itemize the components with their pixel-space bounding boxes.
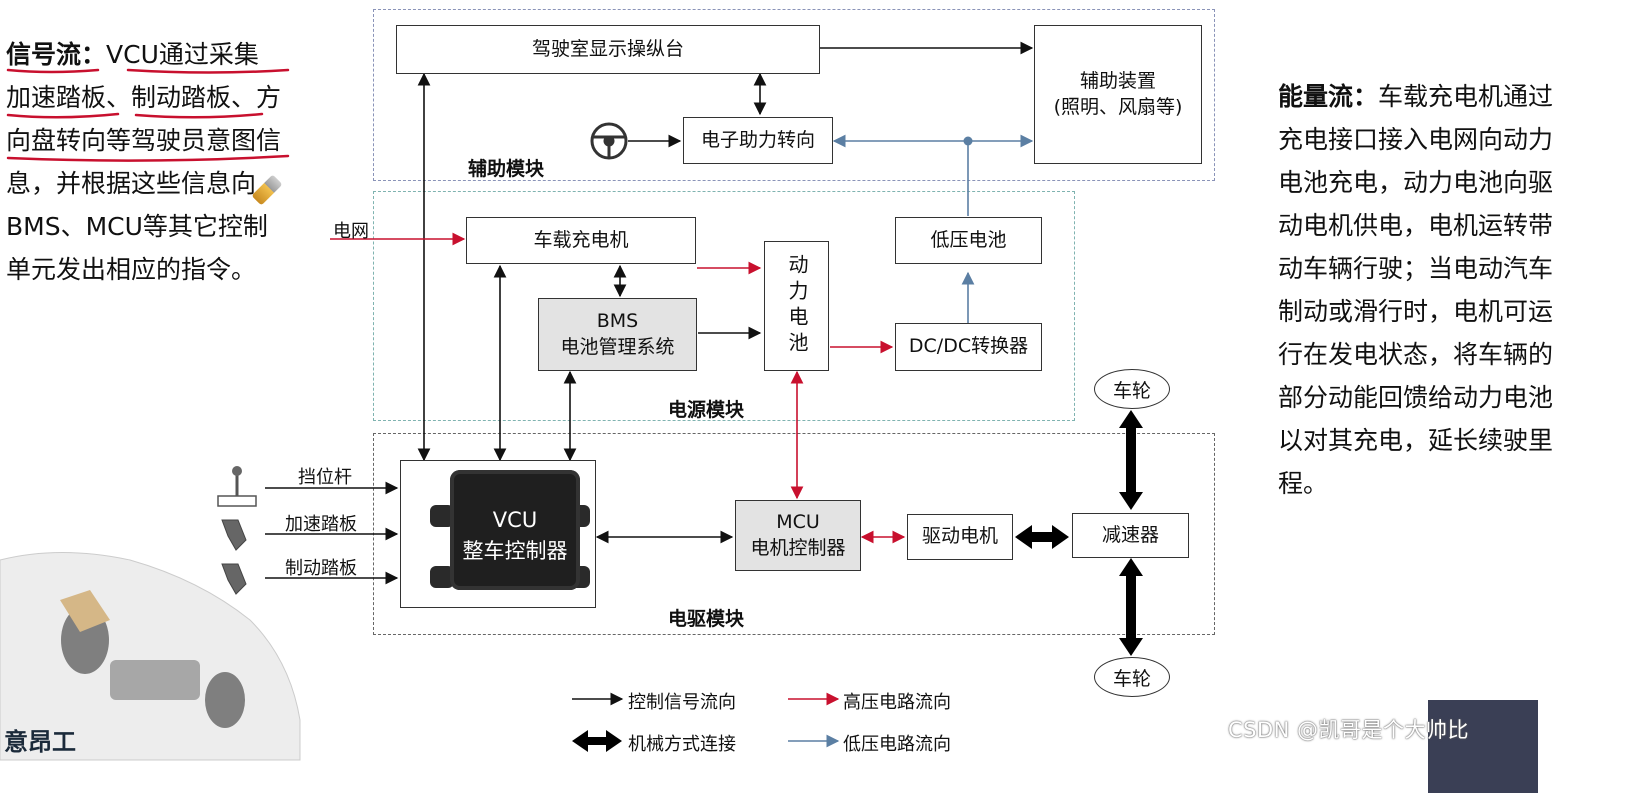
signal-flow-line-1: 加速踏板、制动踏板、方: [6, 83, 282, 112]
motor-box: 驱动电机: [907, 514, 1013, 560]
energy-flow-line-4: 动车辆行驶；当电动汽车: [1278, 254, 1554, 283]
energy-flow-title: 能量流：: [1278, 82, 1379, 111]
high-voltage-lines: [330, 232, 906, 544]
low-battery-box: 低压电池: [895, 217, 1042, 264]
energy-flow-line-5: 制动或滑行时，电机可运: [1278, 297, 1554, 326]
power-module-region: [373, 191, 1075, 421]
vcu-sub-label: 整车控制器: [462, 539, 568, 563]
aux-device-label: 辅助装置: [1079, 69, 1156, 92]
energy-flow-line-0: 能量流：车载充电机通过: [1278, 82, 1554, 111]
mcu-label: MCU: [776, 510, 820, 533]
legend-high-voltage-label: 高压电路流向: [843, 692, 951, 713]
energy-flow-line-8: 以对其充电，延长续驶里: [1278, 426, 1554, 455]
signal-flow-line-5: 单元发出相应的指令。: [6, 255, 257, 284]
pedal-icon: [221, 519, 247, 595]
brand-logo: 意昂工: [4, 728, 76, 756]
wheel-reducer-top-link: [1119, 410, 1143, 510]
gear-lever-icon: [217, 466, 257, 507]
energy-flow-line-1: 充电接口接入电网向动力: [1278, 125, 1554, 154]
motor-label: 驱动电机: [921, 525, 998, 548]
dcdc-box: DC/DC转换器: [895, 323, 1042, 371]
mcu-box: MCU 电机控制器: [735, 500, 861, 571]
energy-flow-line-7: 部分动能回馈给动力电池: [1278, 383, 1554, 412]
aux-device-sub-label: (照明、风扇等): [1053, 95, 1183, 118]
control-lines: [265, 41, 1034, 585]
eps-box: 电子助力转向: [683, 117, 833, 164]
motor-reducer-link: [1015, 525, 1069, 549]
car-illustration-icon: [0, 552, 301, 761]
battery-box: 动力电池: [764, 241, 829, 371]
reducer-label: 减速器: [1101, 523, 1159, 546]
bms-label: BMS: [596, 309, 639, 332]
energy-flow-line-6: 行在发电状态，将车辆的: [1278, 340, 1554, 369]
accel-pedal-label: 加速踏板: [285, 514, 357, 535]
legend-mechanical-label: 机械方式连接: [628, 734, 736, 755]
brake-pedal-label: 制动踏板: [285, 558, 357, 579]
bms-box: BMS 电池管理系统: [538, 298, 697, 371]
legend-control-label: 控制信号流向: [628, 692, 736, 713]
legend-mechanical-arrow: [572, 730, 622, 752]
cockpit-console-box: 驾驶室显示操纵台: [396, 25, 820, 74]
gear-lever-label: 挡位杆: [298, 467, 352, 488]
aux-device-box: 辅助装置 (照明、风扇等): [1034, 25, 1202, 164]
battery-label: 动力电池: [785, 254, 809, 358]
wheel-top-oval: 车轮: [1094, 369, 1170, 409]
reducer-box: 减速器: [1072, 513, 1189, 558]
mechanical-links: [1015, 410, 1143, 656]
video-thumbnail: [1428, 700, 1538, 793]
energy-flow-line-9: 程。: [1278, 469, 1329, 498]
annotation-underlines: [6, 68, 290, 162]
low-voltage-junction: [963, 136, 973, 146]
power-module-label: 电源模块: [668, 399, 745, 421]
signal-flow-paragraph: 信号流：VCU通过采集 加速踏板、制动踏板、方 向盘转向等驾驶员意图信 息，并根…: [6, 33, 306, 291]
dcdc-label: DC/DC转换器: [908, 335, 1029, 358]
grid-label: 电网: [333, 221, 369, 242]
charger-box: 车载充电机: [466, 217, 696, 264]
energy-flow-paragraph: 能量流：车载充电机通过 充电接口接入电网向动力 电池充电，动力电池向驱 动电机供…: [1278, 75, 1568, 505]
legend-lines: [572, 692, 840, 752]
signal-flow-title: 信号流：: [6, 40, 107, 69]
bms-sub-label: 电池管理系统: [560, 335, 675, 358]
wheel-bottom-label: 车轮: [1112, 667, 1151, 690]
energy-flow-line-3: 动电机供电，电机运转带: [1278, 211, 1554, 240]
eps-label: 电子助力转向: [700, 128, 815, 151]
low-battery-label: 低压电池: [930, 228, 1007, 251]
vcu-label: VCU: [492, 508, 538, 532]
cockpit-console-label: 驾驶室显示操纵台: [531, 37, 684, 60]
low-voltage-lines: [832, 134, 1034, 323]
charger-label: 车载充电机: [533, 228, 629, 251]
signal-flow-line-0: 信号流：VCU通过采集: [6, 40, 259, 69]
signal-flow-line-2: 向盘转向等驾驶员意图信: [6, 126, 282, 155]
mcu-sub-label: 电机控制器: [750, 536, 846, 559]
legend-low-voltage-label: 低压电路流向: [843, 734, 951, 755]
energy-flow-line-2: 电池充电，动力电池向驱: [1278, 168, 1554, 197]
csdn-watermark: CSDN @凯哥是个大帅比: [1228, 718, 1470, 742]
signal-flow-line-3: 息，并根据这些信息向: [6, 169, 257, 198]
aux-module-region: [373, 9, 1215, 181]
drive-module-label: 电驱模块: [668, 608, 745, 630]
aux-module-label: 辅助模块: [468, 158, 545, 180]
wheel-bottom-oval: 车轮: [1094, 657, 1170, 697]
signal-flow-line-4: BMS、MCU等其它控制: [6, 212, 268, 241]
steering-wheel-icon: [590, 122, 628, 160]
wheel-top-label: 车轮: [1112, 379, 1151, 402]
reducer-wheel-bottom-link: [1119, 558, 1143, 656]
